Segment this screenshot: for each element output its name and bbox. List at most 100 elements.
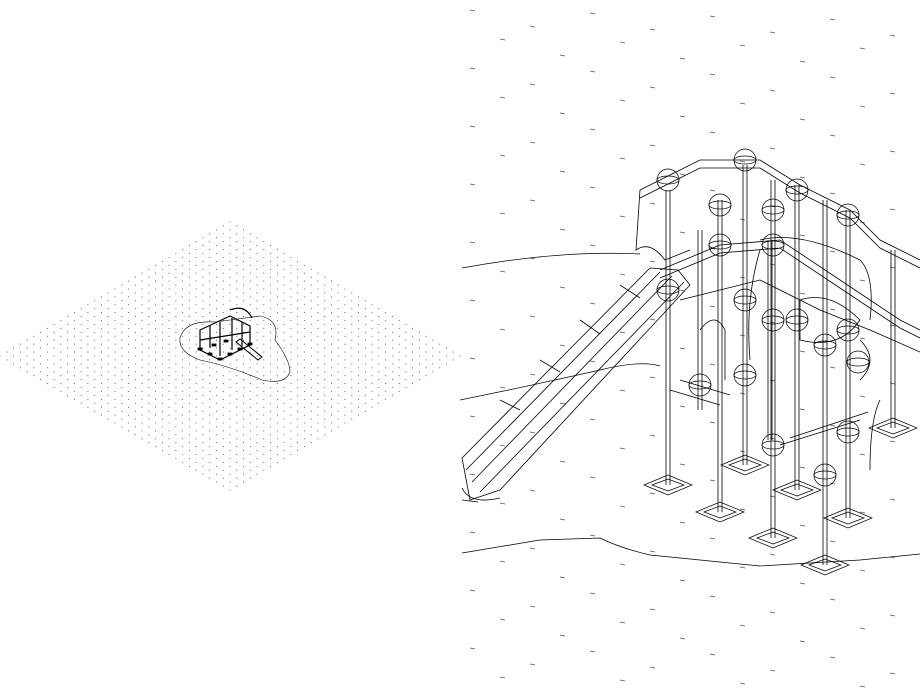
grid-dot	[270, 410, 272, 412]
grid-dot	[80, 308, 82, 310]
grid-dot	[222, 256, 224, 259]
grid-dash	[829, 250, 836, 253]
grid-dot	[310, 276, 312, 278]
grid-dot	[182, 430, 184, 432]
grid-dot	[121, 331, 123, 333]
grid-dot	[155, 280, 157, 282]
grid-dot	[175, 394, 177, 396]
grid-dot	[100, 367, 103, 369]
grid-dash	[829, 308, 836, 311]
grid-dot	[155, 335, 157, 337]
grid-dot	[229, 434, 231, 436]
grid-dot	[290, 390, 292, 393]
grid-dot	[317, 343, 319, 345]
grid-dot	[188, 363, 190, 365]
grid-dot	[398, 343, 400, 345]
grid-dot	[73, 390, 75, 393]
grid-dot	[148, 316, 150, 318]
grid-dot	[256, 402, 258, 404]
grid-dot	[73, 319, 75, 322]
grid-dot	[290, 319, 292, 322]
grid-dot	[168, 312, 170, 314]
grid-dot	[310, 442, 312, 444]
grid-dash	[859, 685, 866, 688]
grid-dash	[829, 540, 836, 543]
grid-dot	[215, 308, 218, 310]
grid-dot	[236, 414, 238, 416]
grid-dot	[127, 406, 130, 408]
grid-dot	[87, 335, 89, 337]
grid-dot	[87, 312, 89, 314]
grid-dot	[161, 426, 163, 428]
grid-dot	[155, 288, 157, 290]
grid-dot	[209, 359, 211, 361]
grid-dot	[324, 284, 326, 286]
grid-dot	[168, 296, 170, 298]
grid-dot	[405, 347, 407, 349]
grid-dot	[351, 402, 353, 404]
grid-dot	[141, 406, 143, 408]
grid-dash	[769, 147, 776, 150]
joint-sphere	[761, 198, 785, 222]
grid-dot	[310, 379, 312, 381]
grid-dot	[263, 351, 265, 353]
grid-dot	[161, 300, 163, 302]
grid-dot	[256, 323, 258, 326]
grid-dot	[46, 343, 48, 345]
grid-dot	[303, 383, 305, 385]
grid-dot	[263, 327, 265, 329]
grid-dot	[155, 312, 157, 314]
grid-dot	[310, 308, 312, 310]
grid-dot	[188, 347, 190, 349]
grid-dot	[385, 335, 387, 337]
grid-dash	[859, 569, 866, 572]
grid-dot	[297, 434, 299, 436]
grid-dot	[100, 359, 103, 361]
grid-dot	[155, 414, 157, 416]
grid-dash	[499, 676, 506, 679]
grid-dot	[276, 327, 278, 329]
grid-dot	[276, 406, 278, 408]
grid-dash	[889, 614, 896, 617]
grid-dot	[19, 359, 21, 361]
grid-dot	[412, 359, 414, 361]
grid-dot	[263, 446, 265, 448]
post-footings	[643, 417, 918, 576]
grid-dot	[215, 276, 218, 278]
grid-dot	[236, 406, 238, 408]
grid-dot	[195, 272, 197, 274]
grid-dot	[344, 312, 346, 314]
grid-dot	[303, 390, 305, 393]
grid-dot	[195, 430, 197, 432]
grid-dot	[182, 264, 184, 266]
grid-dot	[242, 402, 245, 404]
grid-dot	[256, 426, 258, 428]
grid-dot	[175, 457, 177, 460]
grid-dot	[168, 272, 170, 274]
grid-dot	[263, 469, 265, 471]
grid-dot	[270, 386, 272, 389]
grid-dot	[222, 359, 224, 361]
grid-dot	[236, 312, 238, 314]
grid-dot	[364, 394, 366, 396]
grid-dot	[175, 379, 177, 381]
grid-dot	[242, 434, 245, 436]
grid-dot	[222, 446, 224, 448]
grid-dot	[310, 316, 312, 318]
grid-dot	[242, 237, 245, 239]
grid-dash	[859, 105, 866, 108]
grid-dash	[649, 608, 656, 611]
grid-dot	[100, 327, 103, 329]
grid-dot	[222, 477, 224, 479]
grid-dot	[215, 371, 218, 373]
grid-dash	[589, 128, 596, 131]
grid-dot	[276, 398, 278, 400]
grid-dot	[391, 379, 393, 381]
grid-dot	[256, 386, 258, 389]
grid-dot	[202, 434, 204, 436]
grid-dash	[889, 92, 896, 95]
grid-dot	[371, 398, 373, 400]
grid-dot	[73, 359, 75, 361]
grid-dot	[283, 252, 285, 255]
grid-dot	[283, 402, 285, 404]
